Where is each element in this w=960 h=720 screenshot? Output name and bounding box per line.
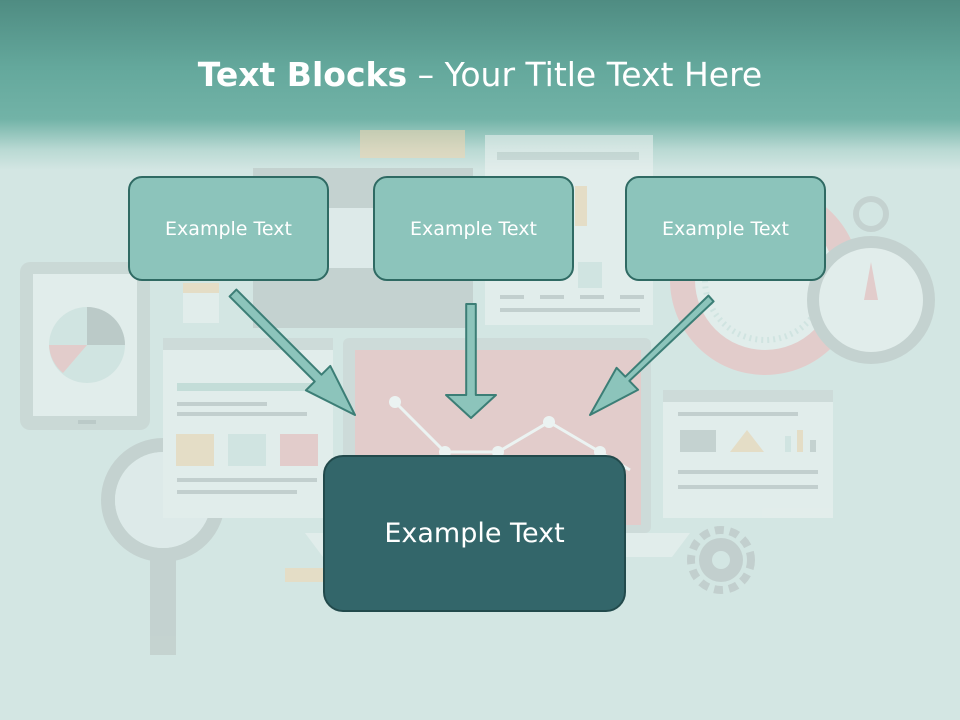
arrow-left xyxy=(228,288,356,416)
analytics-document-icon xyxy=(663,390,833,518)
page-title: Text Blocks – Your Title Text Here xyxy=(0,55,960,94)
text-block-1-label: Example Text xyxy=(165,217,292,240)
arrow-middle xyxy=(445,303,497,419)
text-block-2[interactable]: Example Text xyxy=(373,176,574,281)
connector-arrows xyxy=(228,288,715,419)
text-block-3[interactable]: Example Text xyxy=(625,176,826,281)
title-banner xyxy=(0,0,960,170)
pencil-icon xyxy=(183,283,325,582)
text-block-1[interactable]: Example Text xyxy=(128,176,329,281)
title-rest: Your Title Text Here xyxy=(444,55,763,94)
gear-icon xyxy=(687,526,755,594)
arrow-right xyxy=(589,294,715,416)
left-document-icon xyxy=(163,338,333,518)
text-block-main-label: Example Text xyxy=(384,518,565,549)
text-block-3-label: Example Text xyxy=(662,217,789,240)
title-dash: – xyxy=(407,55,445,94)
text-block-main[interactable]: Example Text xyxy=(323,455,626,612)
text-block-2-label: Example Text xyxy=(410,217,537,240)
tablet-icon xyxy=(20,262,150,430)
title-bold: Text Blocks xyxy=(197,55,408,94)
